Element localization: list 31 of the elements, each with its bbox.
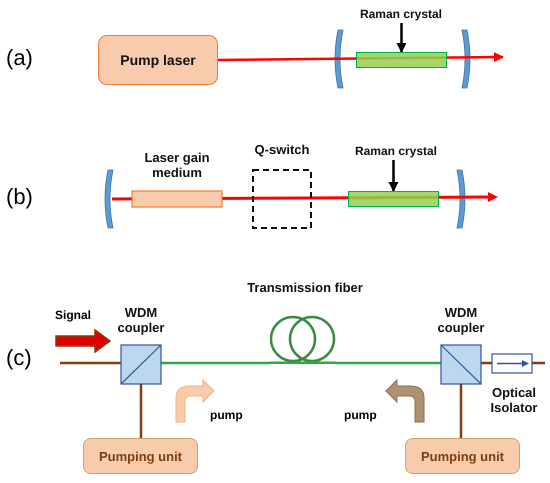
connector-line [481, 362, 492, 364]
arrow [396, 23, 406, 53]
unit-box [405, 438, 520, 474]
panel-label: (c) [6, 345, 32, 371]
connector-line [161, 362, 270, 364]
callout-label: Raman crystal [358, 7, 444, 21]
unit-box [83, 438, 198, 474]
component-label: Transmission fiber [246, 280, 364, 295]
box-label: Pump laser [120, 52, 196, 68]
box-label: Pumping unit [420, 448, 504, 464]
arrow [388, 160, 398, 192]
component-label: Q-switch [254, 142, 310, 157]
connector-line [140, 384, 142, 438]
component-label: WDM coupler [116, 305, 166, 335]
component-label: Optical Isolator [490, 385, 538, 415]
crystal-bar [348, 191, 439, 207]
unit-box [98, 35, 218, 85]
callout-label: Raman crystal [354, 144, 438, 158]
connector-line [336, 362, 441, 364]
text-label: pump [210, 408, 243, 422]
connector-line [532, 362, 545, 364]
component-label: WDM coupler [436, 305, 486, 335]
component-label: Laser gain medium [143, 150, 211, 180]
connector-line [60, 362, 121, 364]
panel-label: (b) [6, 184, 33, 210]
panel-label: (a) [6, 45, 33, 71]
connector-line [460, 384, 462, 438]
box-label: Pumping unit [98, 448, 182, 464]
text-label: pump [344, 408, 377, 422]
crystal-bar [356, 52, 447, 68]
text-label: Signal [55, 308, 92, 322]
